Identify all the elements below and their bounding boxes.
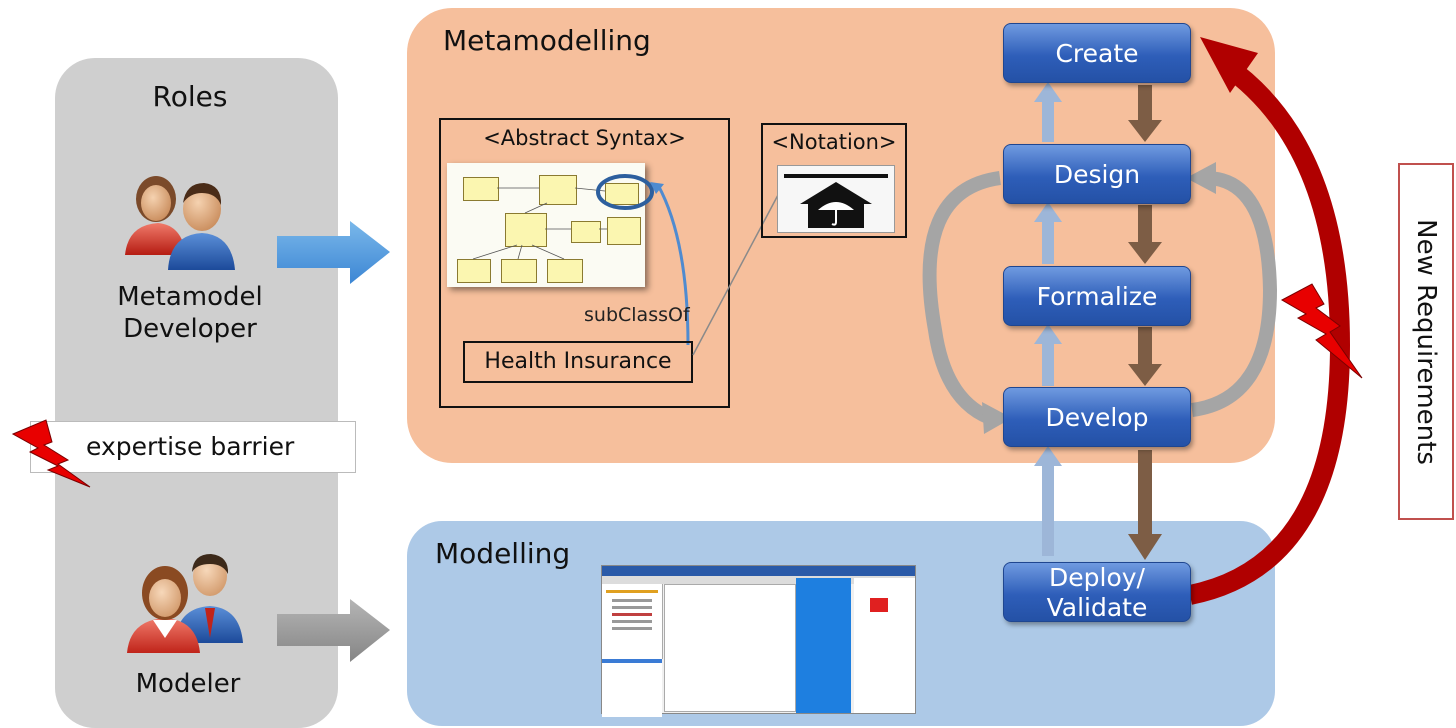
subclass-curve <box>650 182 690 346</box>
notation-box <box>761 123 907 238</box>
lightning-icon-2 <box>1280 283 1363 379</box>
metamodelling-title: Metamodelling <box>443 24 651 57</box>
step-design: Design <box>1003 144 1191 204</box>
feedback-arrow <box>1187 37 1351 605</box>
abstract-syntax-label: <Abstract Syntax> <box>483 126 686 150</box>
modelling-tool-screenshot <box>601 565 916 717</box>
step-develop: Develop <box>1003 387 1191 447</box>
step-deploy-validate: Deploy/ Validate <box>1003 562 1191 622</box>
expertise-barrier-box: expertise barrier <box>30 421 356 473</box>
lightning-icon <box>11 419 91 488</box>
gray-arrow-icon <box>277 599 390 662</box>
modeler-label: Modeler <box>135 669 241 699</box>
metamodel-developer-label: Metamodel Developer <box>117 282 263 344</box>
notation-label: <Notation> <box>771 130 897 154</box>
highlight-ellipse <box>596 174 654 210</box>
new-requirements-label: New Requirements <box>1411 218 1441 465</box>
roles-title: Roles <box>152 80 228 113</box>
process-arrows <box>922 82 1278 560</box>
health-insurance-box: Health Insurance <box>463 341 693 383</box>
blue-arrow-icon <box>277 221 390 284</box>
modelling-title: Modelling <box>435 537 571 570</box>
people-icon <box>125 176 235 270</box>
notation-connector <box>692 194 779 356</box>
health-insurance-label: Health Insurance <box>484 349 672 374</box>
abstract-syntax-box <box>439 118 730 408</box>
umbrella-house-icon <box>777 165 895 233</box>
step-create: Create <box>1003 23 1191 83</box>
subclass-label: subClassOf <box>584 304 690 326</box>
uml-diagram-thumbnail <box>447 163 645 287</box>
expertise-barrier-label: expertise barrier <box>86 432 295 461</box>
new-requirements-box: New Requirements <box>1398 163 1454 520</box>
modeler-people-icon <box>127 554 243 653</box>
step-formalize: Formalize <box>1003 266 1191 326</box>
